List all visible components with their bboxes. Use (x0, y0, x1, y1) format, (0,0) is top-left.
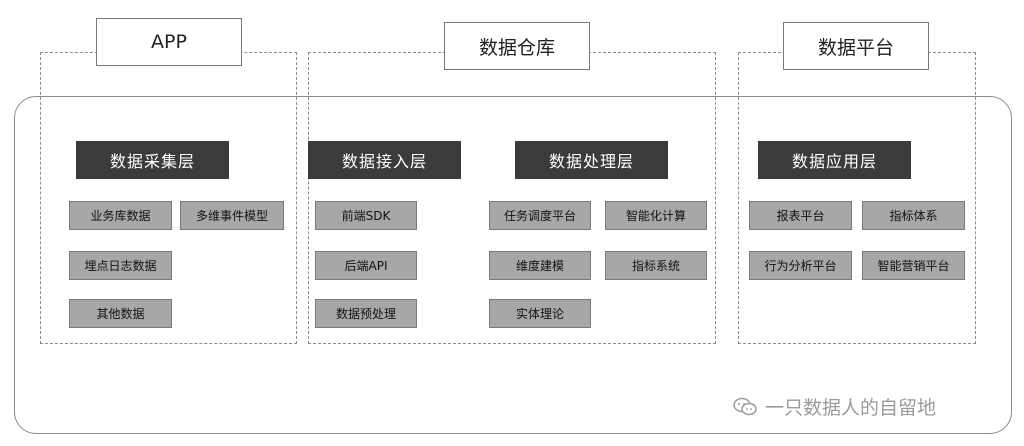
item-metric-system: 指标系统 (605, 251, 707, 280)
item-metric-framework: 指标体系 (862, 201, 965, 230)
item-entity-theory: 实体理论 (489, 299, 591, 328)
item-preprocess: 数据预处理 (315, 299, 417, 328)
watermark: 一只数据人的自留地 (733, 393, 936, 420)
collect-layer-header: 数据采集层 (76, 141, 229, 179)
process-layer-header: 数据处理层 (515, 141, 668, 179)
item-report-platform: 报表平台 (749, 201, 852, 230)
apply-layer-header: 数据应用层 (758, 141, 911, 179)
platform-title: 数据平台 (783, 22, 929, 70)
item-smart-marketing: 智能营销平台 (862, 251, 965, 280)
warehouse-title: 数据仓库 (444, 22, 590, 70)
item-smart-compute: 智能化计算 (605, 201, 707, 230)
item-event-model: 多维事件模型 (180, 201, 284, 230)
item-behavior-analysis: 行为分析平台 (749, 251, 852, 280)
watermark-text: 一只数据人的自留地 (765, 397, 937, 419)
platform-region (738, 52, 976, 344)
item-business-db: 业务库数据 (69, 201, 172, 230)
app-title: APP (96, 18, 242, 66)
item-other-data: 其他数据 (69, 299, 172, 328)
item-frontend-sdk: 前端SDK (315, 201, 417, 230)
item-backend-api: 后端API (315, 251, 417, 280)
ingest-layer-header: 数据接入层 (308, 141, 461, 179)
item-task-scheduler: 任务调度平台 (489, 201, 591, 230)
item-dimension-model: 维度建模 (489, 251, 591, 280)
outer-container (14, 96, 1012, 434)
item-tracking-log: 埋点日志数据 (69, 251, 172, 280)
wechat-icon (733, 397, 757, 415)
